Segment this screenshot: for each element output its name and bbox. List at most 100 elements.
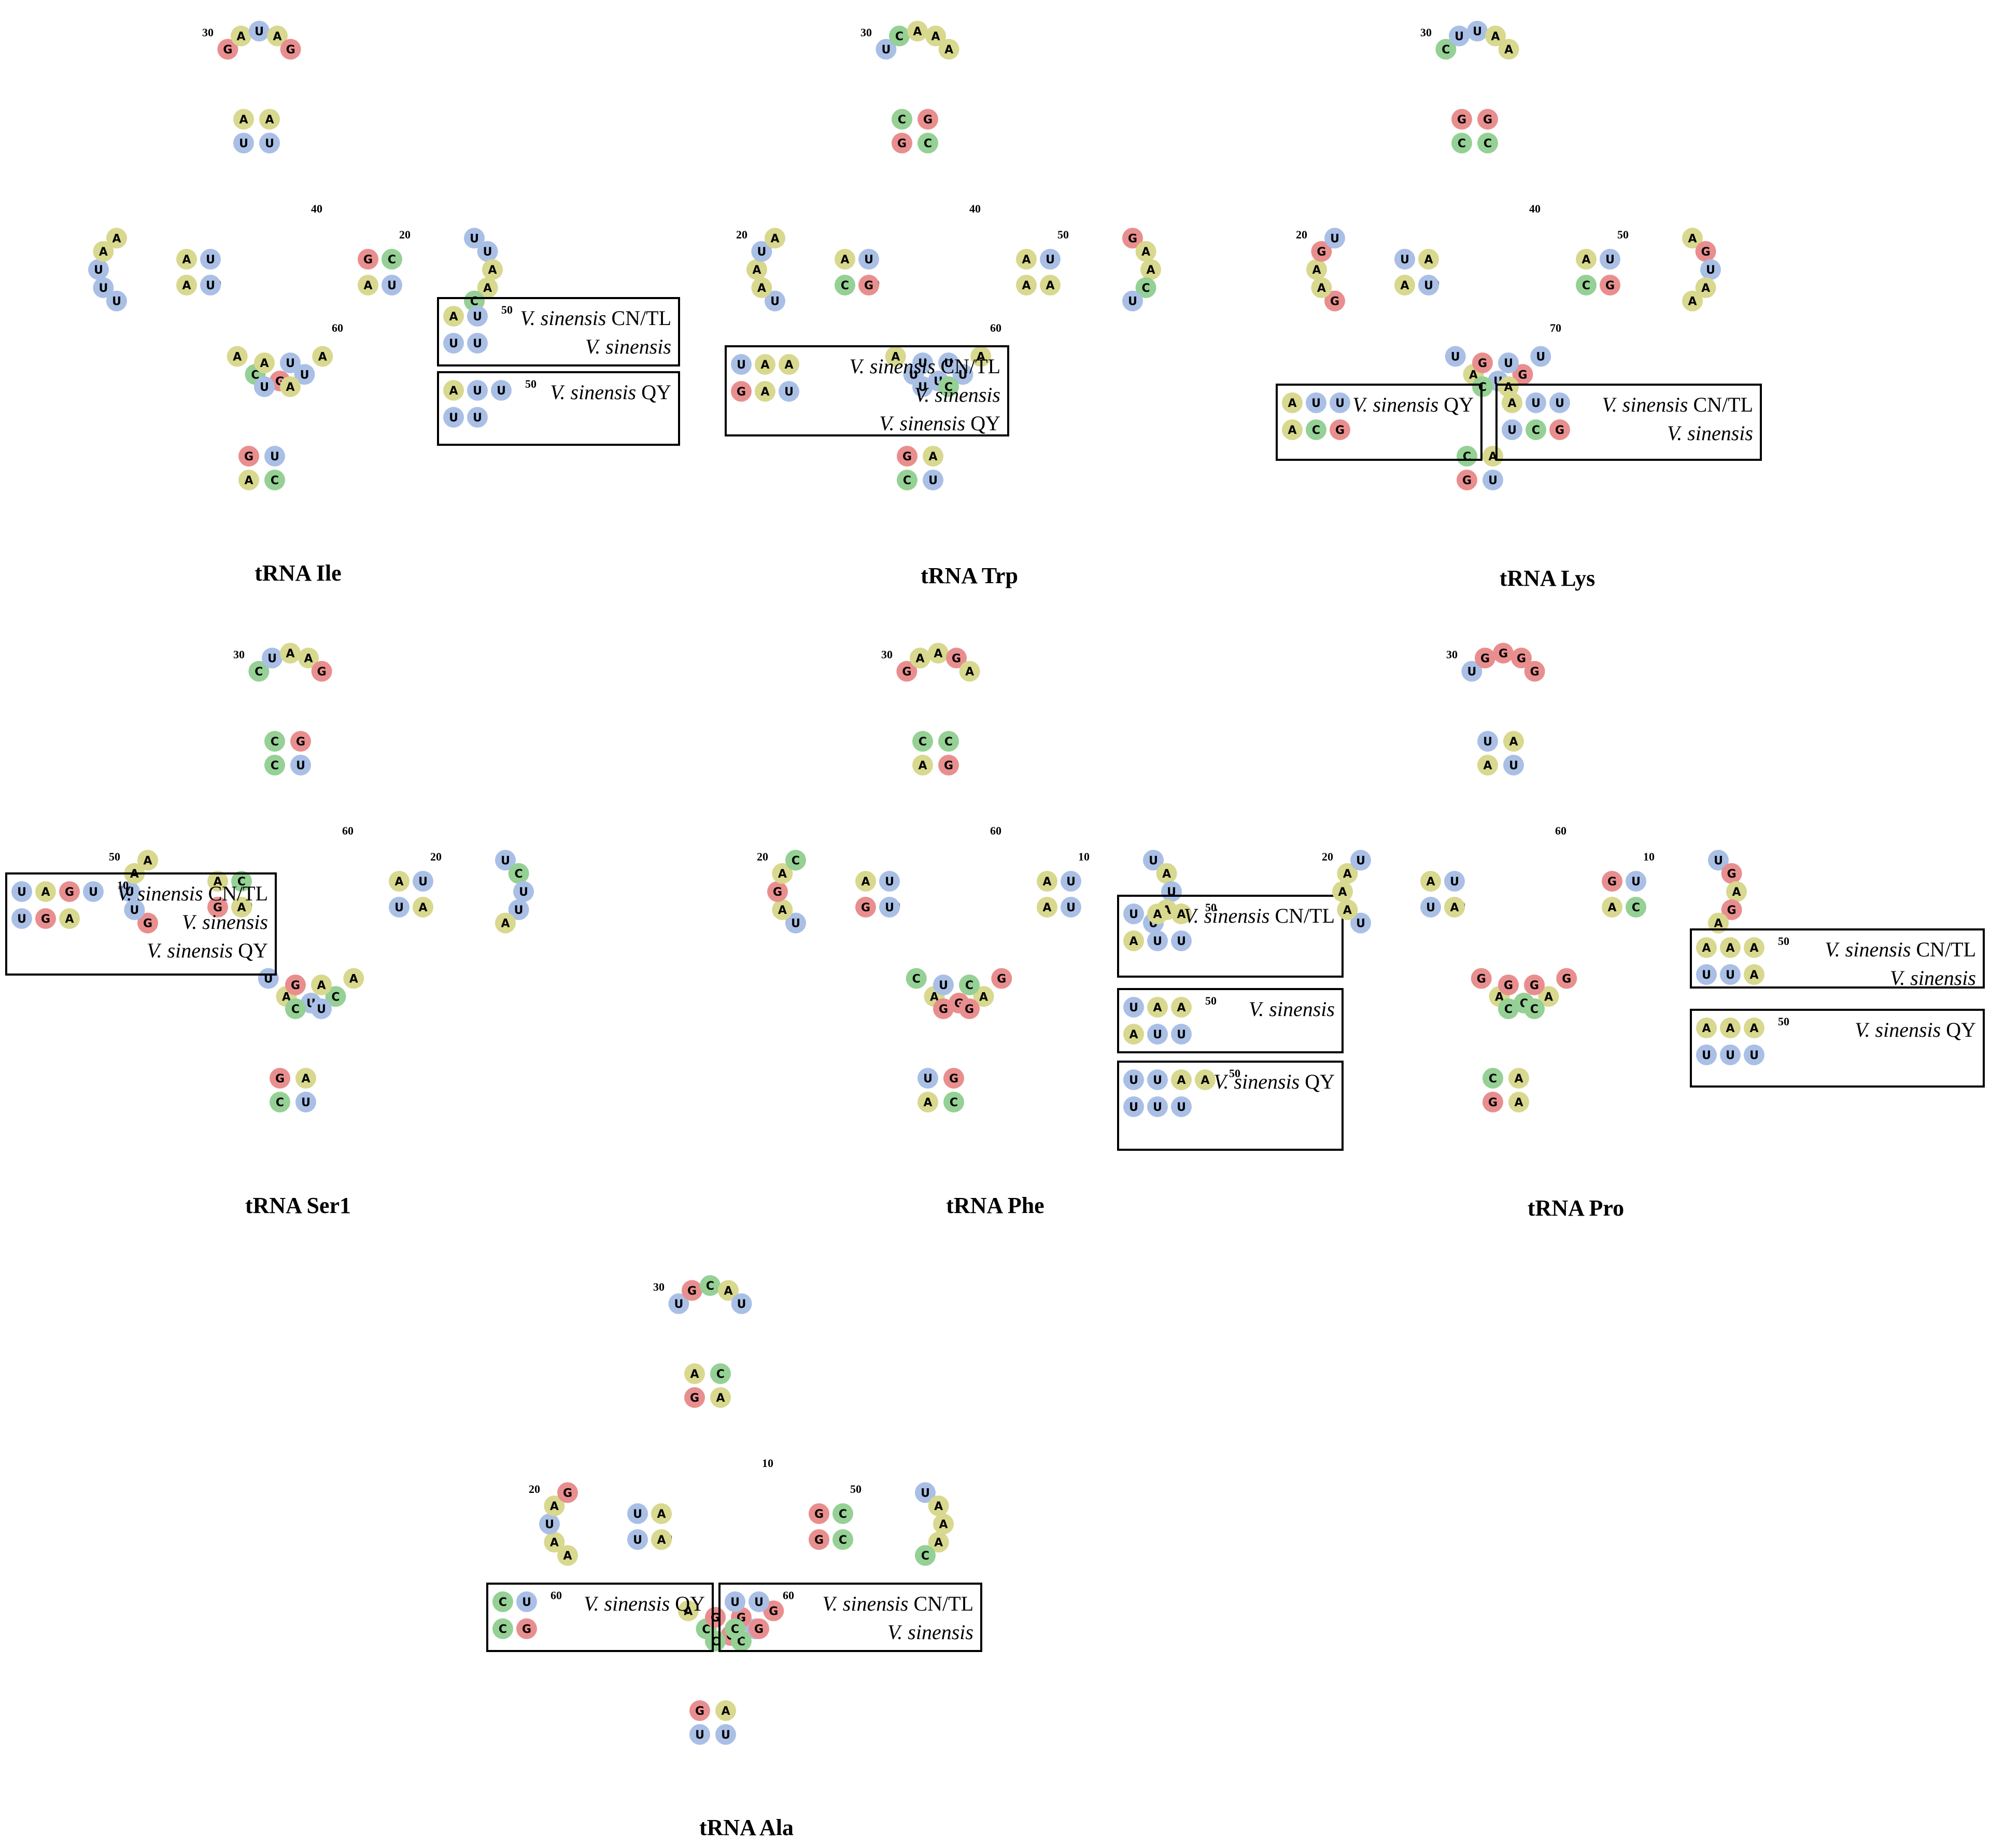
svg-text:A: A: [1312, 264, 1321, 277]
species-label: V. sinensis QY: [147, 939, 268, 962]
position-number: 50: [1617, 228, 1629, 241]
svg-text:U: U: [497, 385, 506, 398]
nucleotide: U: [1696, 964, 1717, 985]
nucleotide: U: [1720, 1045, 1741, 1065]
svg-text:A: A: [1177, 1074, 1185, 1087]
position-number: 30: [860, 26, 872, 39]
nucleotide: G: [959, 998, 980, 1019]
svg-text:U: U: [928, 474, 938, 487]
species-label: V. sinensis CN/TL: [1602, 393, 1753, 416]
nucleotide: U: [413, 871, 433, 892]
nucleotide: C: [892, 109, 912, 130]
svg-text:U: U: [545, 1518, 554, 1531]
nucleotide: U: [917, 1068, 938, 1089]
panel-phe: GAAGA30UAGAC20UAUAU10GAGAC40CACGAUGUAUAU…: [757, 643, 1344, 1218]
nucleotide: U: [1147, 1024, 1168, 1045]
nucleotide: U: [1708, 850, 1729, 871]
nucleotide: A: [1171, 1069, 1192, 1090]
nucleotide: A: [1195, 1069, 1216, 1090]
nucleotide: G: [207, 897, 228, 918]
nucleotide: U: [106, 290, 127, 312]
svg-text:U: U: [483, 246, 492, 259]
nucleotide: C: [943, 1092, 964, 1112]
nucleotide: A: [1498, 39, 1519, 60]
nucleotide: A: [358, 275, 378, 295]
position-number: 60: [990, 824, 1001, 837]
species-label: V. sinensis CN/TL: [1825, 938, 1976, 961]
nucleotide: G: [892, 133, 912, 153]
nucleotide: C: [1457, 446, 1477, 467]
nucleotide: G: [238, 446, 259, 467]
nucleotide: C: [508, 863, 529, 884]
svg-text:G: G: [1462, 474, 1472, 487]
nucleotide: A: [35, 881, 56, 902]
position-number: 20: [757, 850, 768, 863]
svg-text:G: G: [1499, 647, 1508, 660]
nucleotide: A: [1720, 937, 1741, 958]
svg-text:A: A: [1426, 876, 1435, 888]
nucleotide: A: [835, 249, 855, 270]
svg-text:U: U: [130, 904, 139, 917]
nucleotide: A: [1306, 259, 1327, 280]
species-label: V. sinensis QY: [879, 412, 1000, 435]
svg-text:A: A: [934, 647, 942, 660]
svg-text:G: G: [1607, 876, 1617, 888]
svg-text:U: U: [1356, 854, 1365, 867]
svg-text:G: G: [143, 918, 152, 930]
svg-text:A: A: [182, 253, 191, 266]
position-number: 20: [1296, 228, 1307, 241]
nucleotide: A: [544, 1496, 565, 1516]
nucleotide: U: [295, 1092, 316, 1112]
nucleotide: G: [137, 912, 158, 934]
nucleotide: A: [1696, 1018, 1717, 1038]
svg-text:A: A: [1201, 1074, 1209, 1087]
svg-text:C: C: [912, 973, 921, 986]
svg-text:U: U: [501, 854, 510, 867]
nucleotide: G: [946, 647, 967, 669]
nucleotide: C: [264, 755, 285, 775]
nucleotide: A: [477, 277, 498, 298]
svg-text:U: U: [300, 369, 309, 382]
nucleotide: G: [1721, 899, 1742, 920]
nucleotide: G: [938, 755, 959, 775]
species-label: V. sinensis CN/TL: [1183, 904, 1335, 927]
svg-text:G: G: [1330, 295, 1339, 308]
svg-text:U: U: [1451, 351, 1460, 364]
svg-text:U: U: [633, 1508, 642, 1521]
nucleotide: U: [765, 290, 785, 312]
position-number: 10: [1643, 850, 1655, 863]
svg-text:U: U: [1167, 886, 1176, 899]
svg-text:G: G: [1477, 973, 1486, 986]
nucleotide: G: [1511, 647, 1532, 669]
svg-text:A: A: [760, 359, 769, 372]
nucleotide: A: [1418, 249, 1439, 270]
svg-text:A: A: [1732, 886, 1741, 899]
nucleotide: U: [1498, 352, 1519, 373]
svg-text:U: U: [1153, 935, 1162, 948]
svg-text:C: C: [251, 369, 259, 382]
svg-text:G: G: [1727, 868, 1736, 881]
panel-ile: GAUAG30UUUAAUUAAC20AUGCA10AUAUAUAUGCAUAU…: [88, 21, 680, 586]
nucleotide: C: [959, 975, 980, 995]
svg-text:U: U: [939, 979, 948, 992]
nucleotide: A: [1123, 930, 1144, 951]
nucleotide: U: [119, 881, 140, 902]
panel-ala: UGCAU30AAUAG20UAAAC50GUGCA40AGCAUAUAGCGC…: [486, 1275, 982, 1840]
svg-text:C: C: [944, 736, 953, 749]
svg-text:A: A: [716, 1392, 725, 1405]
svg-text:U: U: [522, 1596, 531, 1609]
nucleotide: A: [1171, 904, 1192, 924]
nucleotide: A: [231, 897, 252, 918]
svg-text:U: U: [1129, 1001, 1138, 1014]
nucleotide: G: [943, 1068, 964, 1089]
